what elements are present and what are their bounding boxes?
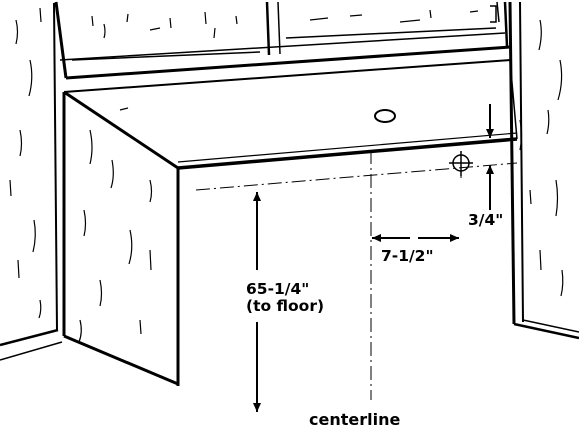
window-frame	[54, 1, 511, 80]
niche-top	[63, 59, 518, 170]
centerline-label: centerline	[309, 410, 401, 429]
height-qualifier: (to floor)	[246, 297, 325, 315]
left-wall	[0, 2, 180, 386]
height-value: 65-1/4"	[246, 280, 310, 298]
vertical-offset-label: 3/4"	[468, 211, 504, 229]
height-dimension-label: 65-1/4" (to floor)	[246, 281, 324, 315]
dimension-arrows	[253, 104, 494, 412]
right-wall	[508, 1, 579, 340]
mounting-hole	[374, 109, 396, 123]
wood-grain-texture	[9, 7, 564, 343]
reference-lines	[195, 150, 518, 400]
horizontal-offset-label: 7-1/2"	[381, 247, 434, 265]
